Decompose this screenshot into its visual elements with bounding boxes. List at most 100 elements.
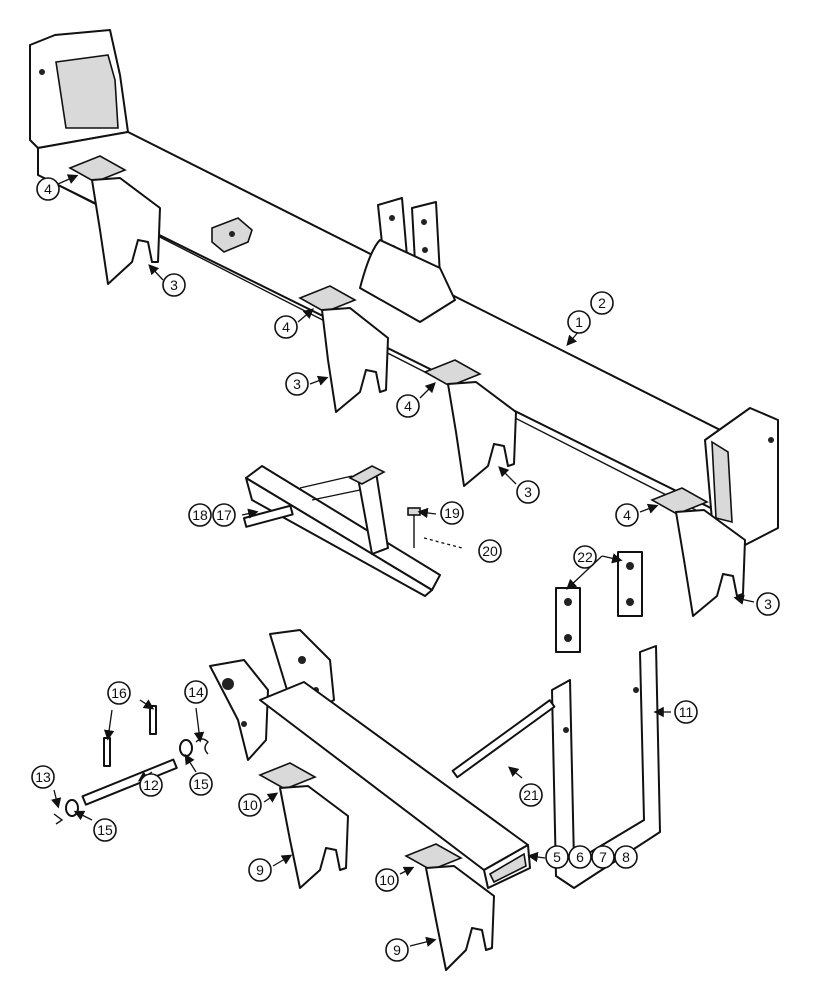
callout-4: 4 [615, 503, 639, 527]
callout-label: 16 [111, 685, 127, 701]
callout-label: 4 [623, 507, 631, 523]
callout-label: 3 [524, 484, 532, 500]
u-bracket-body [551, 645, 661, 889]
hitch-base [359, 239, 456, 323]
bolt-head [407, 507, 421, 516]
callout-10: 10 [238, 793, 262, 817]
callout-9: 9 [248, 858, 272, 882]
shank-holder [91, 177, 161, 285]
callout-label: 6 [576, 849, 584, 865]
mount-plate [68, 155, 127, 183]
strap-plate [617, 551, 643, 617]
hitch-plate-front [209, 659, 269, 761]
callout-9: 9 [385, 938, 409, 962]
callout-19: 19 [440, 501, 464, 525]
callout-label: 9 [256, 862, 264, 878]
callout-6: 6 [568, 845, 592, 869]
main-toolbar-beam [29, 29, 779, 546]
callout-13: 13 [31, 765, 55, 789]
left-end-plate-inner [55, 54, 119, 129]
callout-label: 7 [599, 849, 607, 865]
pin-assembly [53, 705, 209, 825]
strap-plate [555, 587, 581, 653]
mount-plate [298, 285, 357, 313]
callout-2: 2 [590, 291, 614, 315]
mount-plate [423, 359, 482, 387]
callout-label: 3 [170, 277, 178, 293]
callout-3: 3 [516, 480, 540, 504]
callout-18: 18 [188, 503, 212, 527]
callout-label: 11 [679, 704, 694, 720]
mount-plate [404, 843, 463, 871]
callout-label: 22 [577, 549, 593, 565]
mount-plate [258, 762, 317, 790]
callout-label: 3 [764, 596, 772, 612]
beam-body [37, 131, 771, 521]
callout-label: 10 [242, 797, 258, 813]
callout-11: 11 [674, 700, 698, 724]
callout-4: 4 [396, 394, 420, 418]
callout-label: 9 [393, 942, 401, 958]
hitch-tube-opening [488, 852, 527, 884]
washer [65, 799, 79, 817]
callout-label: 4 [404, 398, 412, 414]
callout-label: 4 [44, 181, 52, 197]
gauge-arm-channel [245, 465, 441, 591]
callout-label: 4 [282, 319, 290, 335]
strap-plates [555, 551, 643, 653]
callout-label: 2 [598, 295, 606, 311]
callout-3: 3 [162, 273, 186, 297]
callout-8: 8 [614, 845, 638, 869]
u-bracket [551, 645, 661, 889]
right-end-plate-face [711, 440, 733, 524]
callout-label: 10 [379, 872, 395, 888]
callout-15: 15 [93, 818, 117, 842]
callout-label: 21 [523, 787, 539, 803]
clevis-pin [81, 758, 178, 806]
washer [179, 739, 193, 757]
callout-label: 5 [553, 849, 561, 865]
callout-label: 8 [622, 849, 630, 865]
gauge-arm-channel-lower [245, 477, 433, 597]
leader-lines [51, 174, 755, 947]
callout-21: 21 [519, 783, 543, 807]
callout-5: 5 [545, 845, 569, 869]
gauge-arm-cap [348, 465, 386, 485]
callout-label: 17 [216, 507, 232, 523]
callout-15: 15 [189, 772, 213, 796]
callout-label: 18 [192, 507, 208, 523]
callout-14: 14 [184, 680, 208, 704]
callout-label: 15 [193, 776, 209, 792]
callout-4: 4 [274, 315, 298, 339]
callout-10: 10 [375, 868, 399, 892]
callout-20: 20 [478, 539, 502, 563]
gauge-arm-pin [242, 504, 294, 528]
callout-label: 13 [35, 769, 51, 785]
callout-16: 16 [107, 681, 131, 705]
cotter-pin [103, 737, 111, 767]
callout-label: 1 [575, 314, 583, 330]
callout-22: 22 [573, 545, 597, 569]
callout-3: 3 [756, 592, 780, 616]
shank-holder [675, 509, 746, 617]
callout-3: 3 [285, 372, 309, 396]
callout-1: 1 [567, 310, 591, 334]
callout-7: 7 [591, 845, 615, 869]
shank-holder-group [68, 155, 746, 617]
callout-4: 4 [36, 177, 60, 201]
callout-label: 15 [97, 822, 113, 838]
shank-holder [447, 381, 517, 487]
shank-holder [279, 785, 349, 889]
cotter-pin [149, 705, 157, 735]
callout-label: 20 [482, 543, 498, 559]
callout-12: 12 [139, 773, 163, 797]
callout-label: 3 [293, 376, 301, 392]
callout-label: 19 [444, 505, 460, 521]
shank-holder [321, 307, 389, 413]
shank-holder [425, 865, 495, 971]
spring-clip [195, 738, 209, 755]
lynch-pin [53, 813, 64, 825]
callout-label: 14 [188, 684, 204, 700]
callout-17: 17 [212, 503, 236, 527]
